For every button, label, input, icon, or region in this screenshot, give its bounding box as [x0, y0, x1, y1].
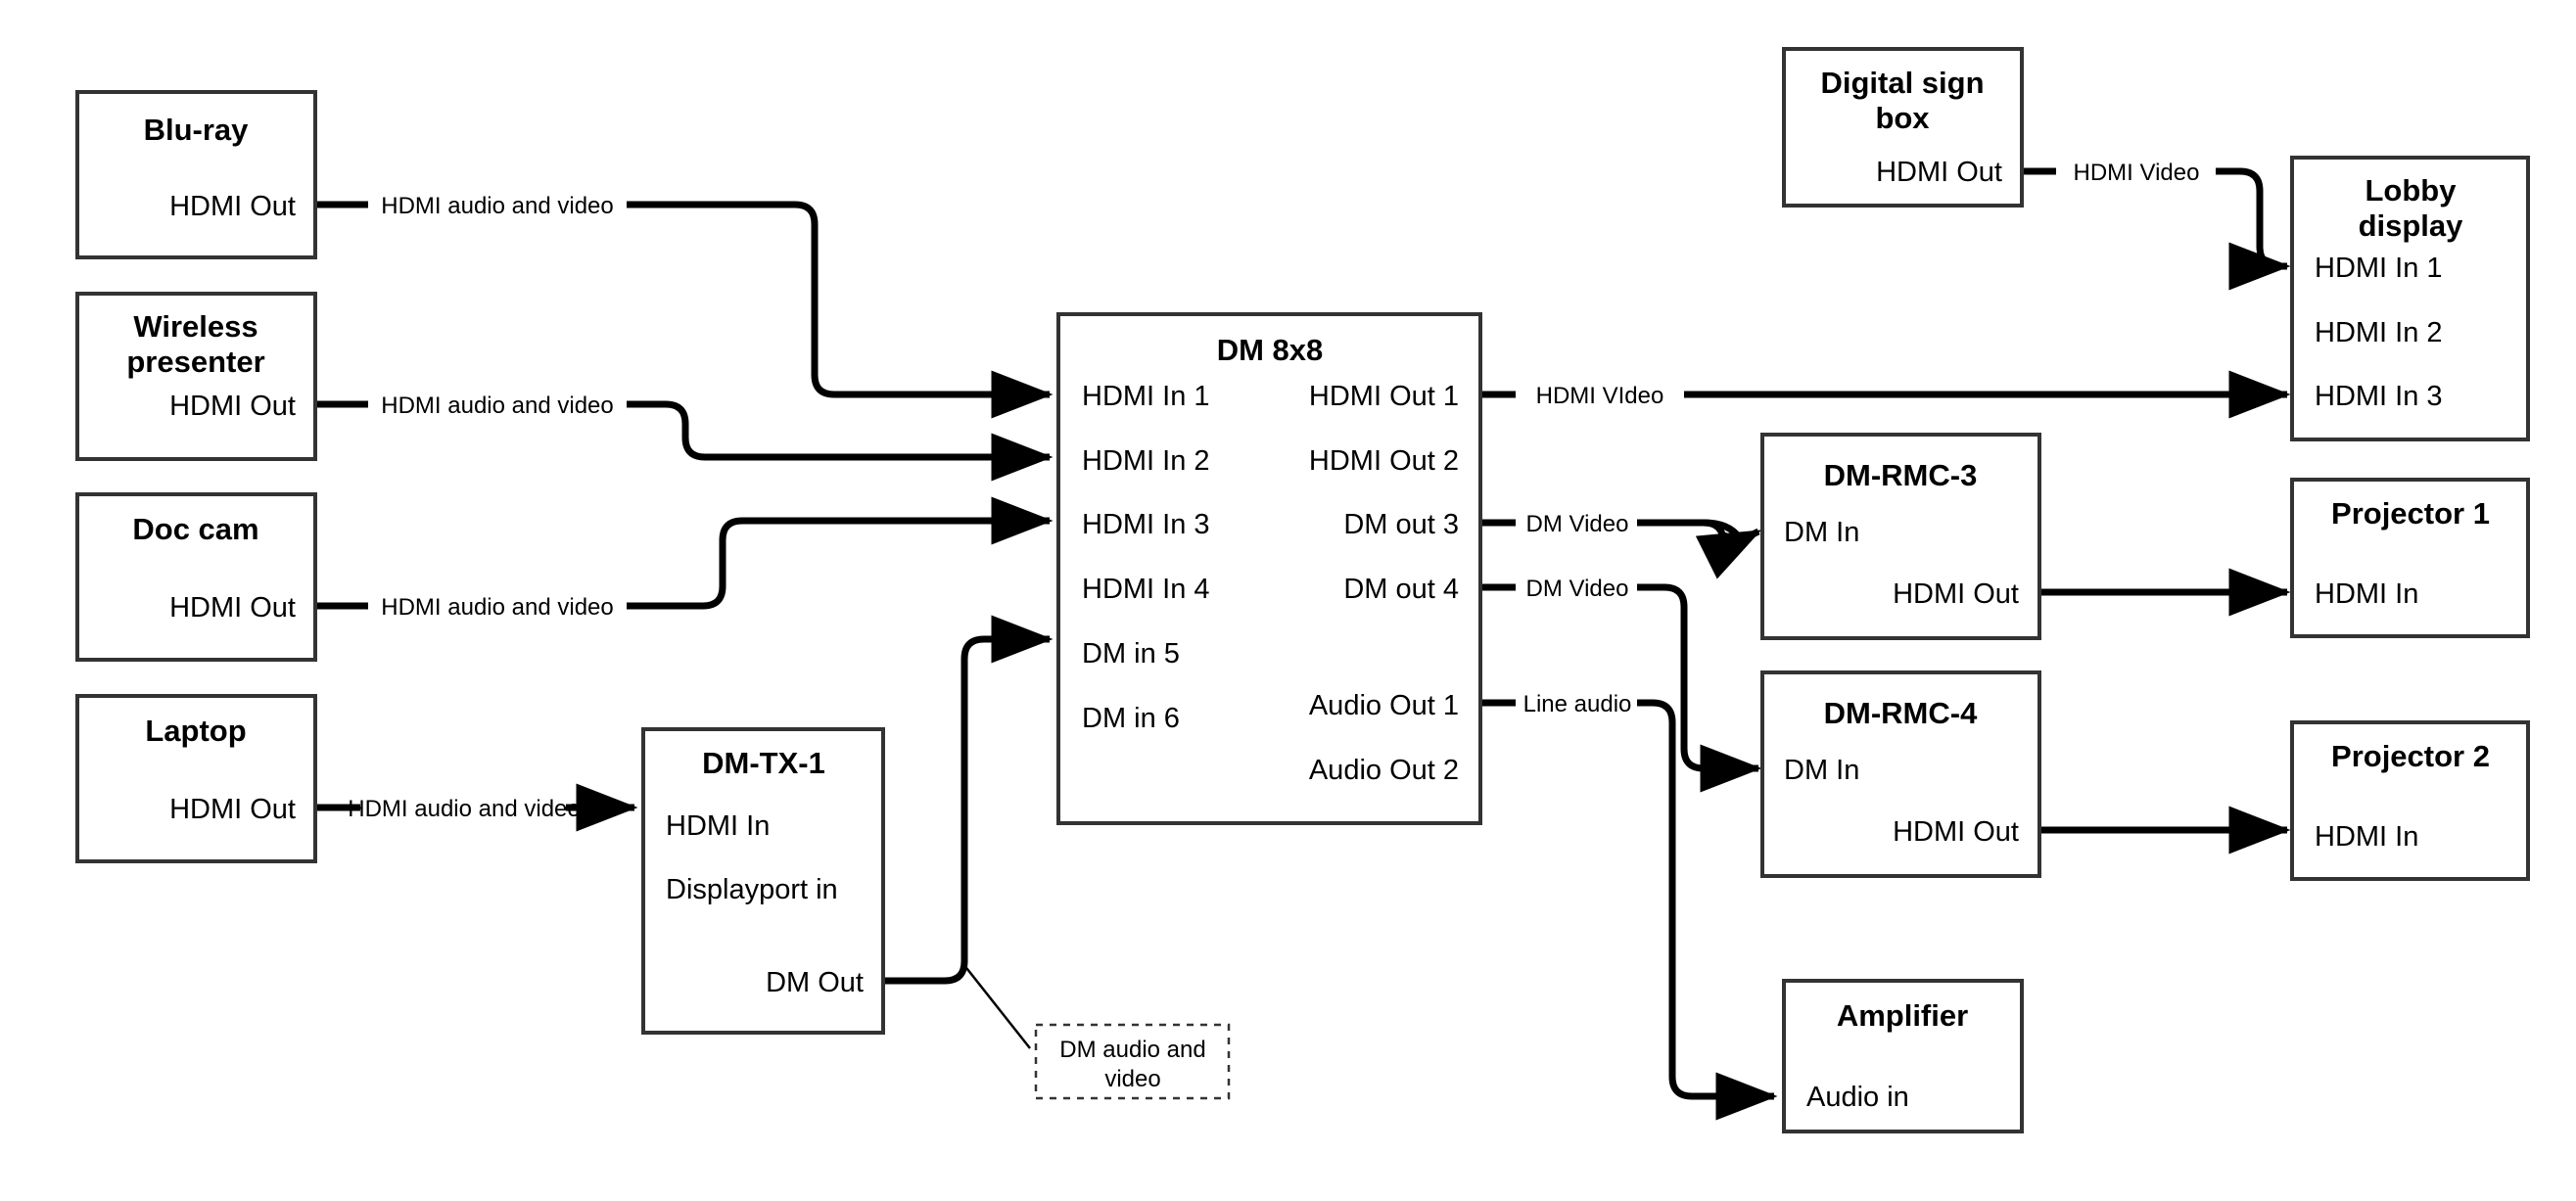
wire-doccam-to-dm8x8 — [315, 496, 1054, 610]
edge-label-signbox-text: HDMI Video — [2074, 160, 2200, 186]
node-amplifier-title: Amplifier — [1837, 998, 1968, 1033]
edge-label-bluray-text: HDMI audio and video — [381, 193, 613, 219]
node-digital-sign-box-title-line2: box — [1875, 101, 1930, 135]
node-projector-2-title: Projector 2 — [2331, 739, 2490, 773]
note-dm-audio-and-video-line1: DM audio and — [1059, 1037, 1205, 1063]
node-dm-8x8-input-6: DM in 6 — [1082, 703, 1180, 734]
node-dm-8x8-input-4: HDMI In 4 — [1082, 574, 1210, 605]
node-dm-rmc-4[interactable]: DM-RMC-4 DM In HDMI Out — [1760, 670, 2041, 878]
edge-label-bluray: HDMI audio and video — [374, 186, 621, 223]
node-projector-2[interactable]: Projector 2 HDMI In — [2290, 720, 2530, 881]
node-projector-1-title: Projector 1 — [2331, 496, 2490, 531]
node-digital-sign-box-title-line1: Digital sign — [1820, 66, 1984, 100]
node-dm-tx-1-port-dm-out: DM Out — [766, 967, 864, 998]
edge-label-dm-out1: HDMI VIdeo — [1518, 376, 1682, 413]
node-amplifier[interactable]: Amplifier Audio in — [1782, 979, 2024, 1133]
edge-label-doccam-text: HDMI audio and video — [381, 594, 613, 621]
node-lobby-display-input-3: HDMI In 3 — [2315, 381, 2443, 412]
edge-label-dm-out4: DM Video — [1518, 569, 1637, 606]
node-dm-8x8-title: DM 8x8 — [1217, 333, 1324, 367]
node-dm-8x8-output-4: DM out 4 — [1343, 574, 1459, 605]
node-digital-sign-box[interactable]: Digital sign box HDMI Out — [1782, 47, 2024, 208]
node-amplifier-port-audio-in: Audio in — [1806, 1082, 1909, 1113]
edge-label-audio-out1: Line audio — [1518, 684, 1637, 721]
node-dm-rmc-3-title: DM-RMC-3 — [1824, 458, 1978, 492]
node-dm-rmc-3[interactable]: DM-RMC-3 DM In HDMI Out — [1760, 433, 2041, 640]
edge-label-dm-out1-text: HDMI VIdeo — [1536, 383, 1664, 409]
node-projector-1[interactable]: Projector 1 HDMI In — [2290, 478, 2530, 638]
node-wireless-presenter-port-hdmi-out: HDMI Out — [169, 391, 296, 422]
wire-dm8x8-out3-to-rmc3 — [1480, 519, 1762, 579]
wire-bluray-to-dm8x8 — [315, 201, 1054, 419]
node-dm-rmc-3-port-hdmi-out: HDMI Out — [1893, 578, 2019, 610]
wire-dm8x8-audio1-to-amp — [1480, 699, 1778, 1121]
node-lobby-display-title-line2: display — [2359, 208, 2464, 243]
edge-label-wireless-text: HDMI audio and video — [381, 393, 613, 419]
node-doc-cam-port-hdmi-out: HDMI Out — [169, 592, 296, 624]
edge-label-dm-out3: DM Video — [1518, 504, 1637, 541]
edge-label-doccam: HDMI audio and video — [374, 587, 621, 624]
node-dm-8x8-input-3: HDMI In 3 — [1082, 509, 1210, 540]
node-laptop-title: Laptop — [145, 714, 246, 748]
node-dm-8x8-output-3: DM out 3 — [1343, 509, 1459, 540]
node-dm-tx-1-port-displayport-in: Displayport in — [666, 874, 838, 905]
edge-label-audio-out1-text: Line audio — [1523, 691, 1632, 717]
node-dm-8x8-input-1: HDMI In 1 — [1082, 381, 1210, 412]
node-lobby-display-title-line1: Lobby — [2365, 173, 2458, 208]
node-dm-tx-1[interactable]: DM-TX-1 HDMI In Displayport in DM Out — [641, 727, 885, 1035]
node-projector-1-port-hdmi-in: HDMI In — [2315, 578, 2418, 610]
node-lobby-display[interactable]: Lobby display HDMI In 1 HDMI In 2 HDMI I… — [2290, 156, 2530, 441]
wire-dmtx1-to-dm8x8 — [883, 615, 1054, 1049]
node-projector-2-port-hdmi-in: HDMI In — [2315, 821, 2418, 853]
node-dm-rmc-4-title: DM-RMC-4 — [1824, 696, 1978, 730]
edge-label-dm-out3-text: DM Video — [1526, 511, 1629, 537]
node-dm-8x8-input-2: HDMI In 2 — [1082, 445, 1210, 477]
node-digital-sign-box-port-hdmi-out: HDMI Out — [1876, 157, 2002, 188]
node-wireless-presenter-title-line1: Wireless — [133, 309, 258, 344]
node-wireless-presenter[interactable]: Wireless presenter HDMI Out — [75, 292, 317, 461]
node-dm-8x8-output-1: HDMI Out 1 — [1309, 381, 1459, 412]
node-dm-8x8-output-2: HDMI Out 2 — [1309, 445, 1459, 477]
note-dm-audio-and-video-line2: video — [1104, 1066, 1160, 1092]
node-lobby-display-input-1: HDMI In 1 — [2315, 253, 2443, 284]
node-doc-cam[interactable]: Doc cam HDMI Out — [75, 492, 317, 662]
node-dm-8x8-output-5: Audio Out 1 — [1309, 690, 1459, 721]
node-doc-cam-title: Doc cam — [132, 512, 258, 546]
edge-label-signbox: HDMI Video — [2058, 153, 2215, 190]
edge-label-laptop: HDMI audio and video — [348, 789, 581, 826]
node-laptop[interactable]: Laptop HDMI Out — [75, 694, 317, 863]
wire-wireless-to-dm8x8 — [315, 400, 1054, 482]
wire-dm8x8-out4-to-rmc4 — [1480, 583, 1762, 793]
node-dm-tx-1-port-hdmi-in: HDMI In — [666, 810, 770, 842]
node-dm-8x8[interactable]: DM 8x8 HDMI In 1 HDMI In 2 HDMI In 3 HDM… — [1056, 312, 1482, 825]
node-dm-rmc-4-port-hdmi-out: HDMI Out — [1893, 816, 2019, 848]
node-dm-8x8-output-6: Audio Out 2 — [1309, 755, 1459, 786]
edge-label-dm-out4-text: DM Video — [1526, 576, 1629, 602]
node-bluray-port-hdmi-out: HDMI Out — [169, 191, 296, 222]
node-dm-rmc-3-port-dm-in: DM In — [1784, 517, 1859, 548]
edge-label-wireless: HDMI audio and video — [374, 386, 621, 423]
edge-label-laptop-text: HDMI audio and video — [348, 796, 580, 822]
node-bluray-title: Blu-ray — [144, 113, 250, 147]
node-lobby-display-input-2: HDMI In 2 — [2315, 317, 2443, 348]
node-bluray[interactable]: Blu-ray HDMI Out — [75, 90, 317, 259]
node-dm-rmc-4-port-dm-in: DM In — [1784, 755, 1859, 786]
node-dm-tx-1-title: DM-TX-1 — [702, 746, 825, 780]
node-dm-8x8-input-5: DM in 5 — [1082, 638, 1180, 670]
note-dm-audio-and-video: DM audio and video — [1034, 1023, 1231, 1100]
wire-signbox-to-lobby — [2020, 167, 2291, 291]
node-wireless-presenter-title-line2: presenter — [126, 345, 264, 379]
node-laptop-port-hdmi-out: HDMI Out — [169, 794, 296, 825]
